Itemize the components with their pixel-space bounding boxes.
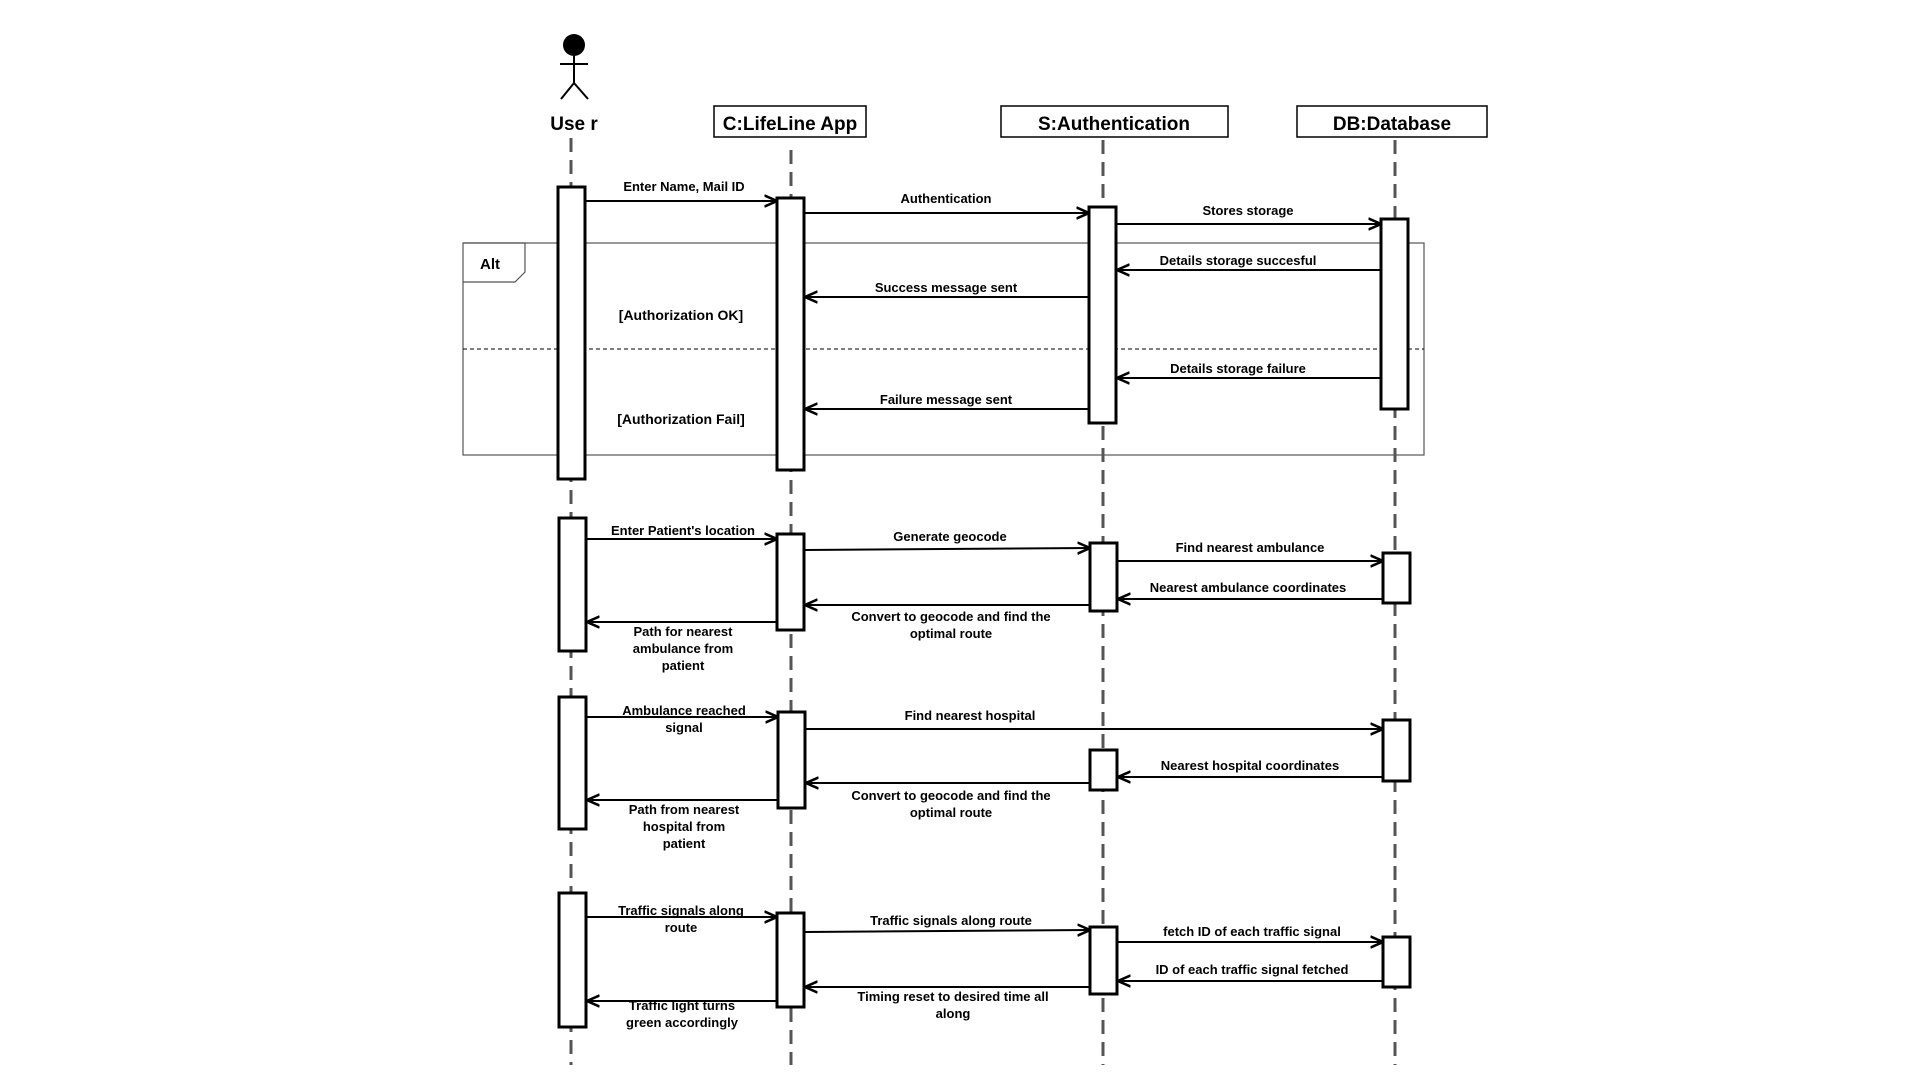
participant-user: Use r <box>550 114 598 135</box>
participant-app: C:LifeLine App <box>723 114 857 135</box>
activation-app-2 <box>775 532 806 632</box>
activation-db-1 <box>1379 217 1410 411</box>
message-arrow-20 <box>804 930 1090 932</box>
message-label-4: Details storage succesful <box>1160 253 1317 268</box>
alt-frame-tag <box>463 242 526 283</box>
activation-auth-4 <box>1088 925 1119 996</box>
activation-db-2 <box>1381 551 1412 605</box>
participant-db: DB:Database <box>1333 114 1451 135</box>
message-label-22: ID of each traffic signal fetched <box>1156 962 1349 977</box>
activation-app-3 <box>776 710 807 810</box>
activation-db-3 <box>1381 718 1412 783</box>
activation-auth-3 <box>1088 748 1119 792</box>
message-label-5: Success message sent <box>875 280 1018 295</box>
message-label-21: fetch ID of each traffic signal <box>1163 924 1341 939</box>
message-label-1: Enter Name, Mail ID <box>623 179 744 194</box>
message-label-20: Traffic signals along route <box>870 913 1032 928</box>
participant-db-box <box>1296 105 1488 138</box>
alt-guard-fail: [Authorization Fail] <box>617 411 745 427</box>
message-arrow-9 <box>804 548 1090 550</box>
activation-auth-2 <box>1088 541 1119 613</box>
message-label-11: Nearest ambulance coordinates <box>1150 580 1347 595</box>
message-label-15: Find nearest hospital <box>905 708 1036 723</box>
participant-auth: S:Authentication <box>1038 114 1190 135</box>
user-actor-icon <box>560 34 589 100</box>
activation-app-1 <box>775 196 806 472</box>
alt-guard-ok: [Authorization OK] <box>619 307 743 323</box>
alt-frame <box>462 242 1425 456</box>
activation-user-3 <box>557 695 588 831</box>
activation-auth-1 <box>1087 205 1118 425</box>
message-label-16: Nearest hospital coordinates <box>1161 758 1339 773</box>
participant-auth-box <box>1000 105 1229 138</box>
participant-app-box <box>713 105 867 138</box>
alt-label: Alt <box>480 256 500 273</box>
message-label-9: Generate geocode <box>893 529 1006 544</box>
message-label-3: Stores storage <box>1202 203 1293 218</box>
activation-db-4 <box>1381 935 1412 989</box>
activation-user-1 <box>556 185 587 481</box>
activation-user-2 <box>557 516 588 653</box>
activation-app-4 <box>775 911 806 1009</box>
message-label-7: Failure message sent <box>880 392 1013 407</box>
message-label-10: Find nearest ambulance <box>1176 540 1325 555</box>
message-label-6: Details storage failure <box>1170 361 1306 376</box>
activation-user-4 <box>557 891 588 1029</box>
message-label-8: Enter Patient's location <box>611 523 755 538</box>
message-label-2: Authentication <box>901 191 992 206</box>
